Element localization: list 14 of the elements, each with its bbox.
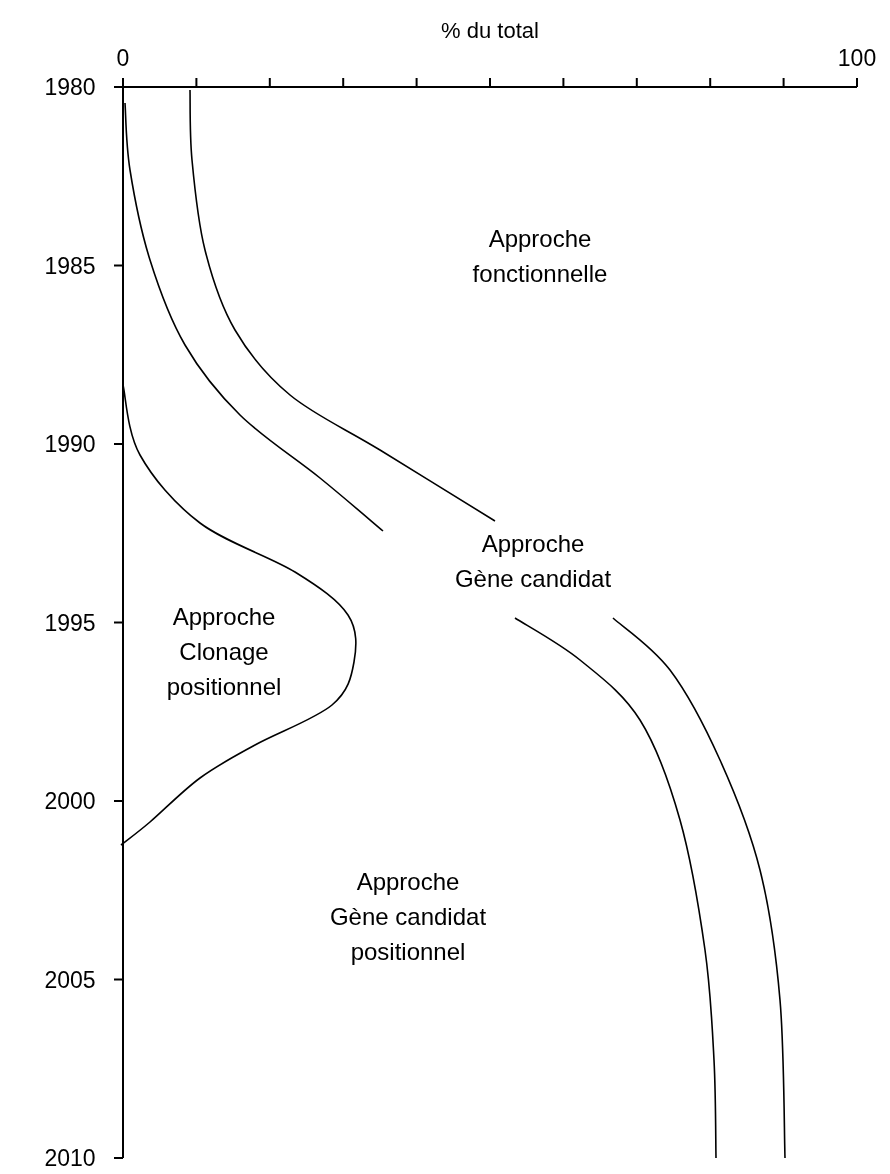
region-label: Approche Gène candidat positionnel — [328, 866, 488, 967]
tick-label: 1980 — [44, 72, 96, 102]
tick-label: 2000 — [44, 786, 96, 816]
tick-label: 2010 — [44, 1143, 96, 1173]
tick-label: 1995 — [44, 608, 96, 638]
tick-label: 1985 — [44, 251, 96, 281]
tick-label: 1990 — [44, 429, 96, 459]
tick-label: 100 — [837, 43, 877, 73]
axis-title: % du total — [441, 16, 539, 45]
region-label: Approche fonctionnelle — [471, 224, 609, 289]
tick-label: 2005 — [44, 965, 96, 995]
region-label: Approche Clonage positionnel — [165, 601, 283, 702]
region-label: Approche Gène candidat — [453, 529, 613, 594]
tick-label: 0 — [116, 43, 130, 73]
